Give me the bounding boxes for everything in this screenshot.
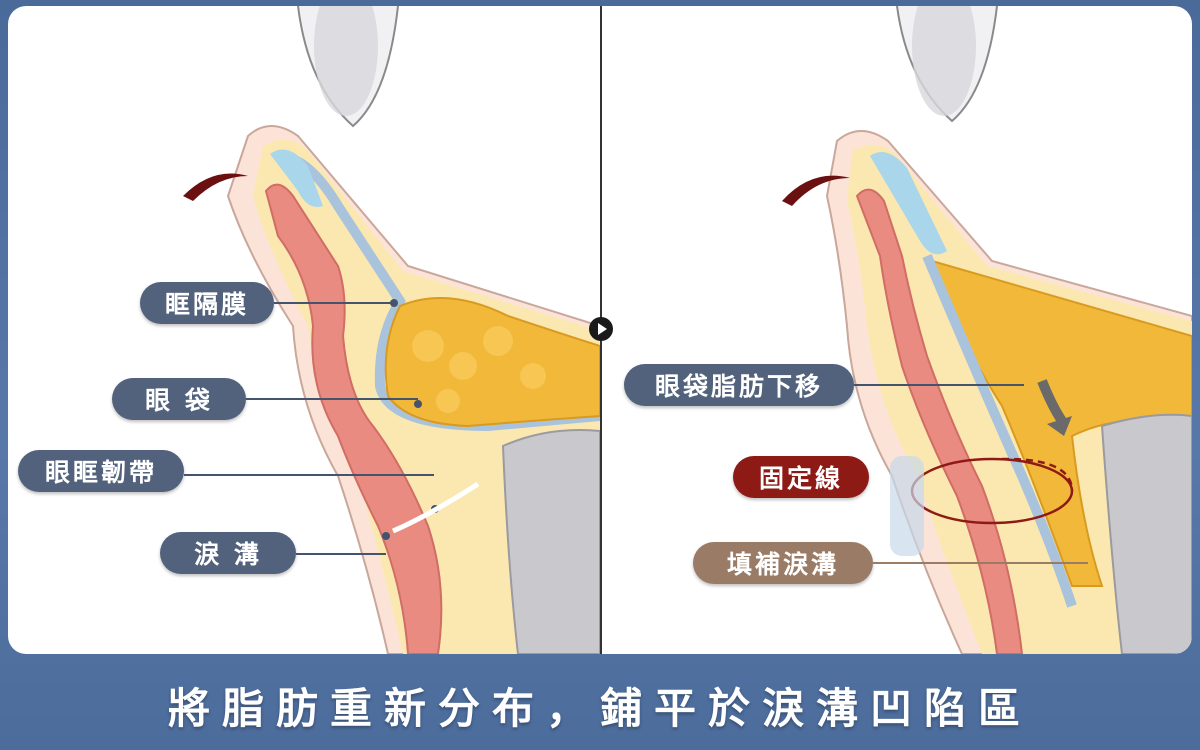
label-eye-bag: 眼 袋: [112, 378, 246, 420]
eyelid-anatomy-after: [782, 6, 1192, 654]
leader-fill-tear-trough: [873, 562, 1088, 564]
leader-orbital-septum: [274, 302, 394, 304]
leader-tear-trough: [296, 553, 386, 555]
label-fill-tear-trough: 填補淚溝: [693, 542, 873, 584]
leader-eye-bag: [246, 398, 418, 400]
right-diagram-panel: [602, 6, 1192, 654]
label-orbital-septum: 眶隔膜: [140, 282, 274, 324]
eyelid-anatomy-before: [183, 6, 600, 654]
caption-banner: 將脂肪重新分布，鋪平於淚溝凹陷區: [167, 683, 1032, 733]
label-fat-shift: 眼袋脂肪下移: [624, 364, 854, 406]
label-orbital-ligament: 眼眶韌帶: [18, 450, 184, 492]
left-diagram-panel: [8, 6, 600, 654]
play-icon[interactable]: [589, 317, 613, 341]
label-tear-trough: 淚 溝: [160, 532, 296, 574]
leader-orbital-ligament: [184, 474, 434, 476]
label-fixation-suture: 固定線: [733, 456, 869, 498]
leader-fat-shift: [854, 384, 1024, 386]
